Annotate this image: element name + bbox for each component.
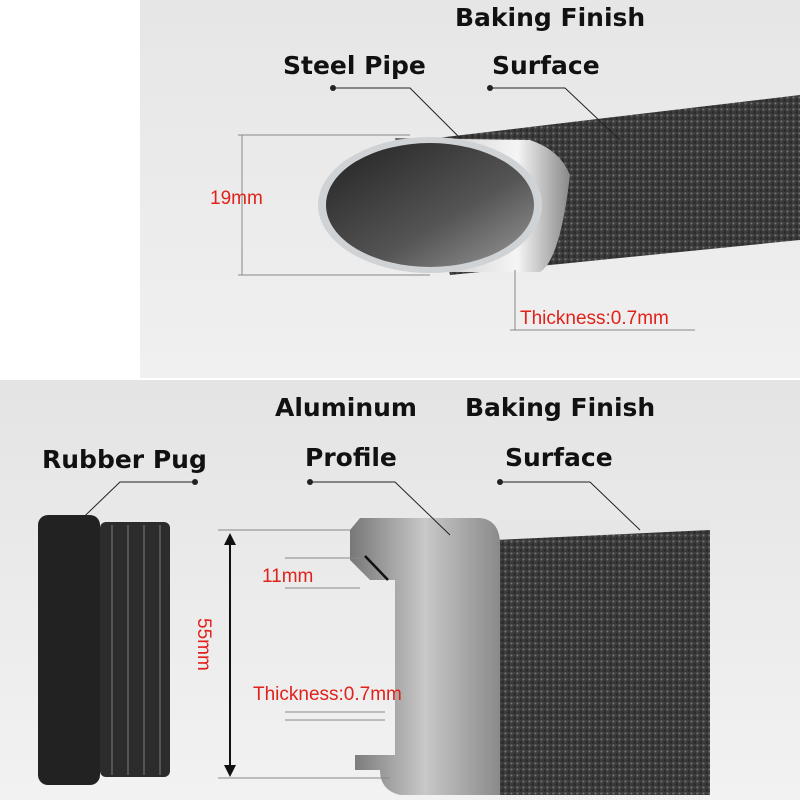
aluminum-label-line2: Profile [305, 443, 397, 472]
steel-pipe-illustration [318, 95, 800, 275]
steel-pipe-label: Steel Pipe [283, 51, 426, 80]
thickness-label: Thickness:0.7mm [520, 308, 669, 329]
baking-finish-label-line2: Surface [505, 443, 613, 472]
rubber-pug-label: Rubber Pug [42, 445, 207, 474]
baking-finish-label-line2: Surface [492, 51, 600, 80]
aluminum-profile-panel: 55mm 11mm Thickness:0.7mm Rubber Pug Alu… [0, 380, 800, 800]
baking-finish-label-line1: Baking Finish [465, 393, 655, 422]
baking-finish-leader [500, 481, 641, 531]
aluminum-profile-illustration [350, 518, 710, 795]
wall-thickness-label: Thickness:0.7mm [253, 684, 402, 705]
diameter-label: 19mm [210, 188, 263, 209]
steel-pipe-panel: 19mm Thickness:0.7mm Steel Pipe Baking F… [140, 0, 800, 378]
baking-finish-leader [490, 87, 621, 141]
rubber-pug-illustration [38, 515, 170, 785]
baking-finish-label-line1: Baking Finish [455, 3, 645, 32]
height-label: 55mm [193, 618, 214, 671]
lip-arrow [364, 555, 389, 581]
aluminum-leader [310, 481, 451, 536]
steel-pipe-leader [333, 87, 461, 139]
aluminum-label-line1: Aluminum [275, 393, 417, 422]
lip-label: 11mm [262, 566, 313, 587]
rubber-pug-leader [64, 481, 195, 536]
